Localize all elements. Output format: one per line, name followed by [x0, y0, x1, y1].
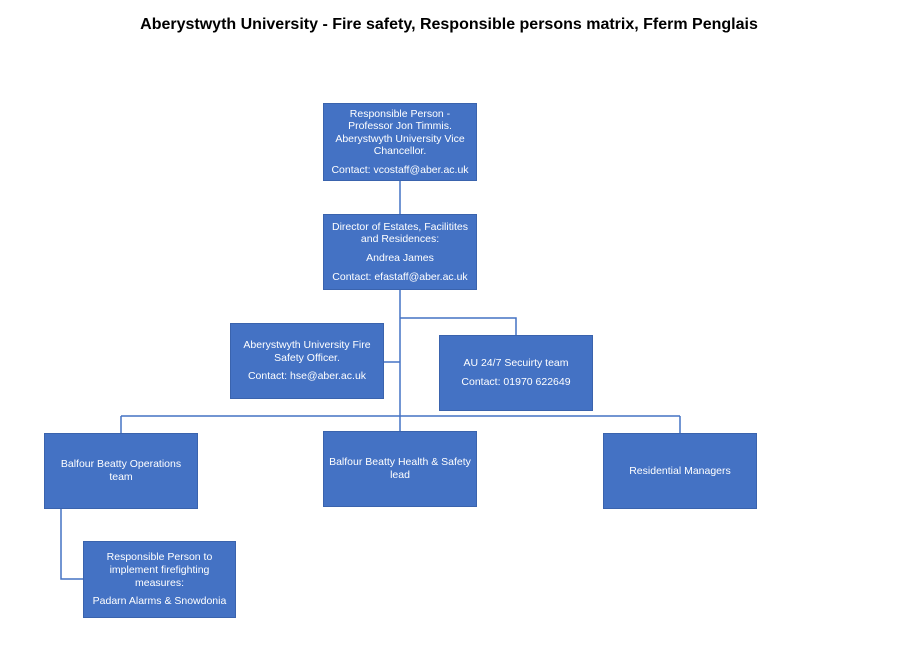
- node-firefighting-person-title: Responsible Person to implement firefigh…: [106, 551, 213, 589]
- connector-to-firefighting: [60, 509, 83, 580]
- node-director-estates-name: Andrea James: [366, 252, 434, 264]
- node-responsible-person-title: Responsible Person - Professor Jon Timmi…: [335, 107, 465, 158]
- node-balfour-operations: Balfour Beatty Operations team: [44, 433, 198, 509]
- node-security-team-contact: Contact: 01970 622649: [461, 376, 571, 388]
- node-balfour-hs-lead-title: Balfour Beatty Health & Safety lead: [329, 456, 471, 481]
- node-responsible-person: Responsible Person - Professor Jon Timmi…: [323, 103, 477, 181]
- node-residential-managers: Residential Managers: [603, 433, 757, 509]
- node-director-estates: Director of Estates, Facilitites and Res…: [323, 214, 477, 290]
- node-firefighting-person-contractor: Padarn Alarms & Snowdonia: [92, 595, 227, 608]
- node-fire-safety-officer-contact: Contact: hse@aber.ac.uk: [247, 370, 367, 383]
- page-title: Aberystwyth University - Fire safety, Re…: [140, 16, 758, 33]
- node-firefighting-person: Responsible Person to implement firefigh…: [83, 541, 236, 618]
- node-director-estates-contact: Contact: efastaff@aber.ac.uk: [332, 270, 468, 283]
- node-responsible-person-contact: Contact: vcostaff@aber.ac.uk: [331, 163, 469, 176]
- node-fire-safety-officer-title: Aberystwyth University Fire Safety Offic…: [243, 339, 371, 364]
- node-security-team: AU 24/7 Secuirty team Contact: 01970 622…: [439, 335, 593, 411]
- node-balfour-hs-lead: Balfour Beatty Health & Safety lead: [323, 431, 477, 507]
- node-security-team-title: AU 24/7 Secuirty team: [463, 357, 569, 370]
- node-residential-managers-title: Residential Managers: [629, 464, 731, 477]
- node-balfour-operations-title: Balfour Beatty Operations team: [60, 458, 182, 483]
- connector-to-security: [400, 317, 517, 335]
- node-director-estates-title: Director of Estates, Facilitites and Res…: [332, 220, 468, 246]
- node-fire-safety-officer: Aberystwyth University Fire Safety Offic…: [230, 323, 384, 399]
